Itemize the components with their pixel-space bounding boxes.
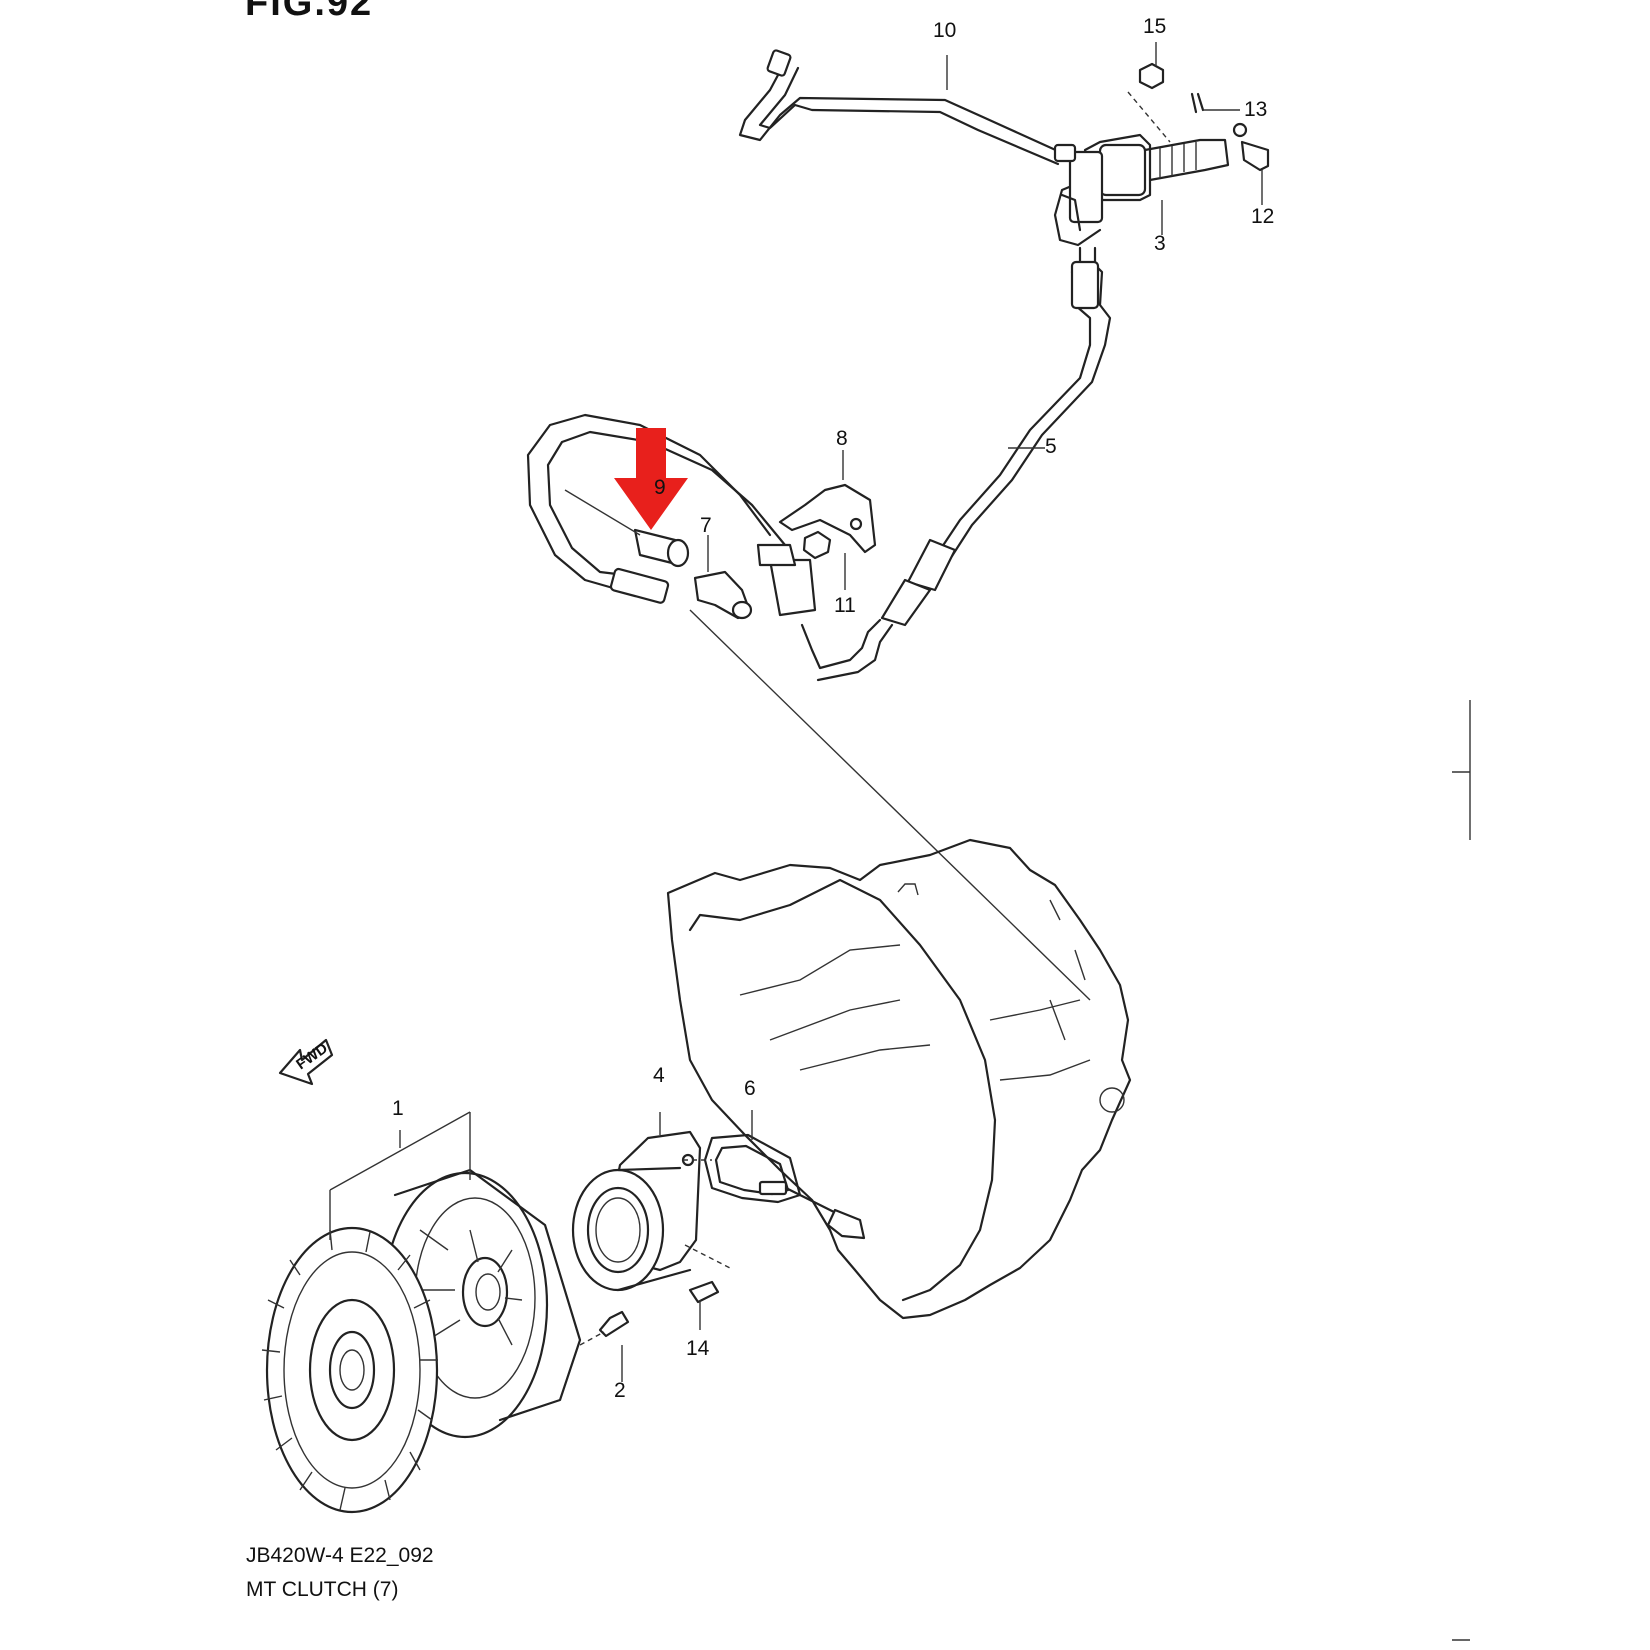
scale-mark: [1452, 700, 1471, 840]
reservoir-hose: [738, 60, 1062, 154]
callout-13: 13: [1244, 98, 1268, 121]
bolt-2: [598, 1310, 630, 1338]
callout-12: 12: [1251, 205, 1275, 228]
bolt-14: [688, 1280, 720, 1304]
master-cylinder: [1053, 122, 1248, 247]
figure-title: FIG.92: [245, 0, 374, 24]
clutch-hose: [526, 413, 817, 617]
release-bearing-4: [571, 1130, 702, 1292]
callout-9: 9: [654, 476, 666, 499]
callout-1: 1: [392, 1097, 404, 1120]
callout-2: 2: [614, 1379, 626, 1402]
clutch-pipe: [800, 246, 1112, 682]
clutch-disc: [261, 1226, 439, 1514]
callout-14: 14: [686, 1337, 710, 1360]
union-7: [693, 570, 753, 620]
callout-7: 7: [700, 514, 712, 537]
nut-11: [802, 530, 832, 560]
callout-11: 11: [834, 594, 856, 617]
callout-4: 4: [653, 1064, 665, 1087]
callout-15: 15: [1143, 15, 1167, 38]
callout-leaders: [621, 42, 1263, 1382]
pin-12: [1240, 140, 1270, 172]
callout-5: 5: [1045, 435, 1057, 458]
nut-15: [1138, 62, 1165, 90]
callout-6: 6: [744, 1077, 756, 1100]
bracket-8: [778, 483, 877, 554]
diagram-code: JB420W-4 E22_092: [246, 1544, 434, 1567]
diagram-title: MT CLUTCH (7): [246, 1578, 399, 1601]
bleeder-pipe-6: [703, 1133, 866, 1240]
fwd-arrow-icon: [278, 1038, 334, 1086]
callout-10: 10: [933, 19, 957, 42]
clip-13: [1190, 92, 1205, 114]
fitting-9: [633, 528, 690, 568]
callout-8: 8: [836, 427, 848, 450]
callout-3: 3: [1154, 232, 1166, 255]
highlight-arrow-icon: [614, 428, 688, 530]
transmission-housing: [666, 838, 1132, 1320]
